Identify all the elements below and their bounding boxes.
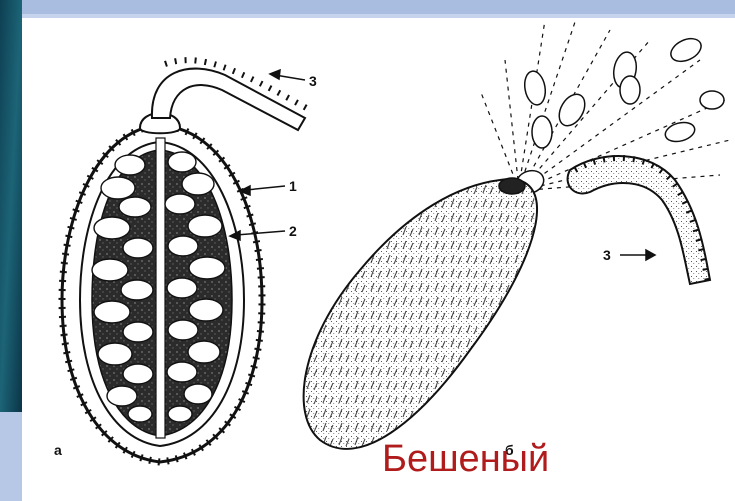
panel-b-fruit-hairs <box>304 179 537 449</box>
panel-a-section: 3 1 2 а <box>54 60 317 462</box>
panel-b-fruit: 3 б <box>304 20 730 458</box>
panel-b-callout <box>620 250 655 260</box>
panel-b-stalk <box>568 156 710 284</box>
callout-1-label: 1 <box>289 178 297 194</box>
callout-3-label-a: 3 <box>309 73 317 89</box>
panel-a-septum <box>156 138 165 438</box>
slide-caption: Бешеный <box>382 440 549 478</box>
callout-2-label: 2 <box>289 223 297 239</box>
callout-3-label-b: 3 <box>603 247 611 263</box>
panel-b-opening <box>499 178 525 194</box>
panel-a-label: а <box>54 442 62 458</box>
